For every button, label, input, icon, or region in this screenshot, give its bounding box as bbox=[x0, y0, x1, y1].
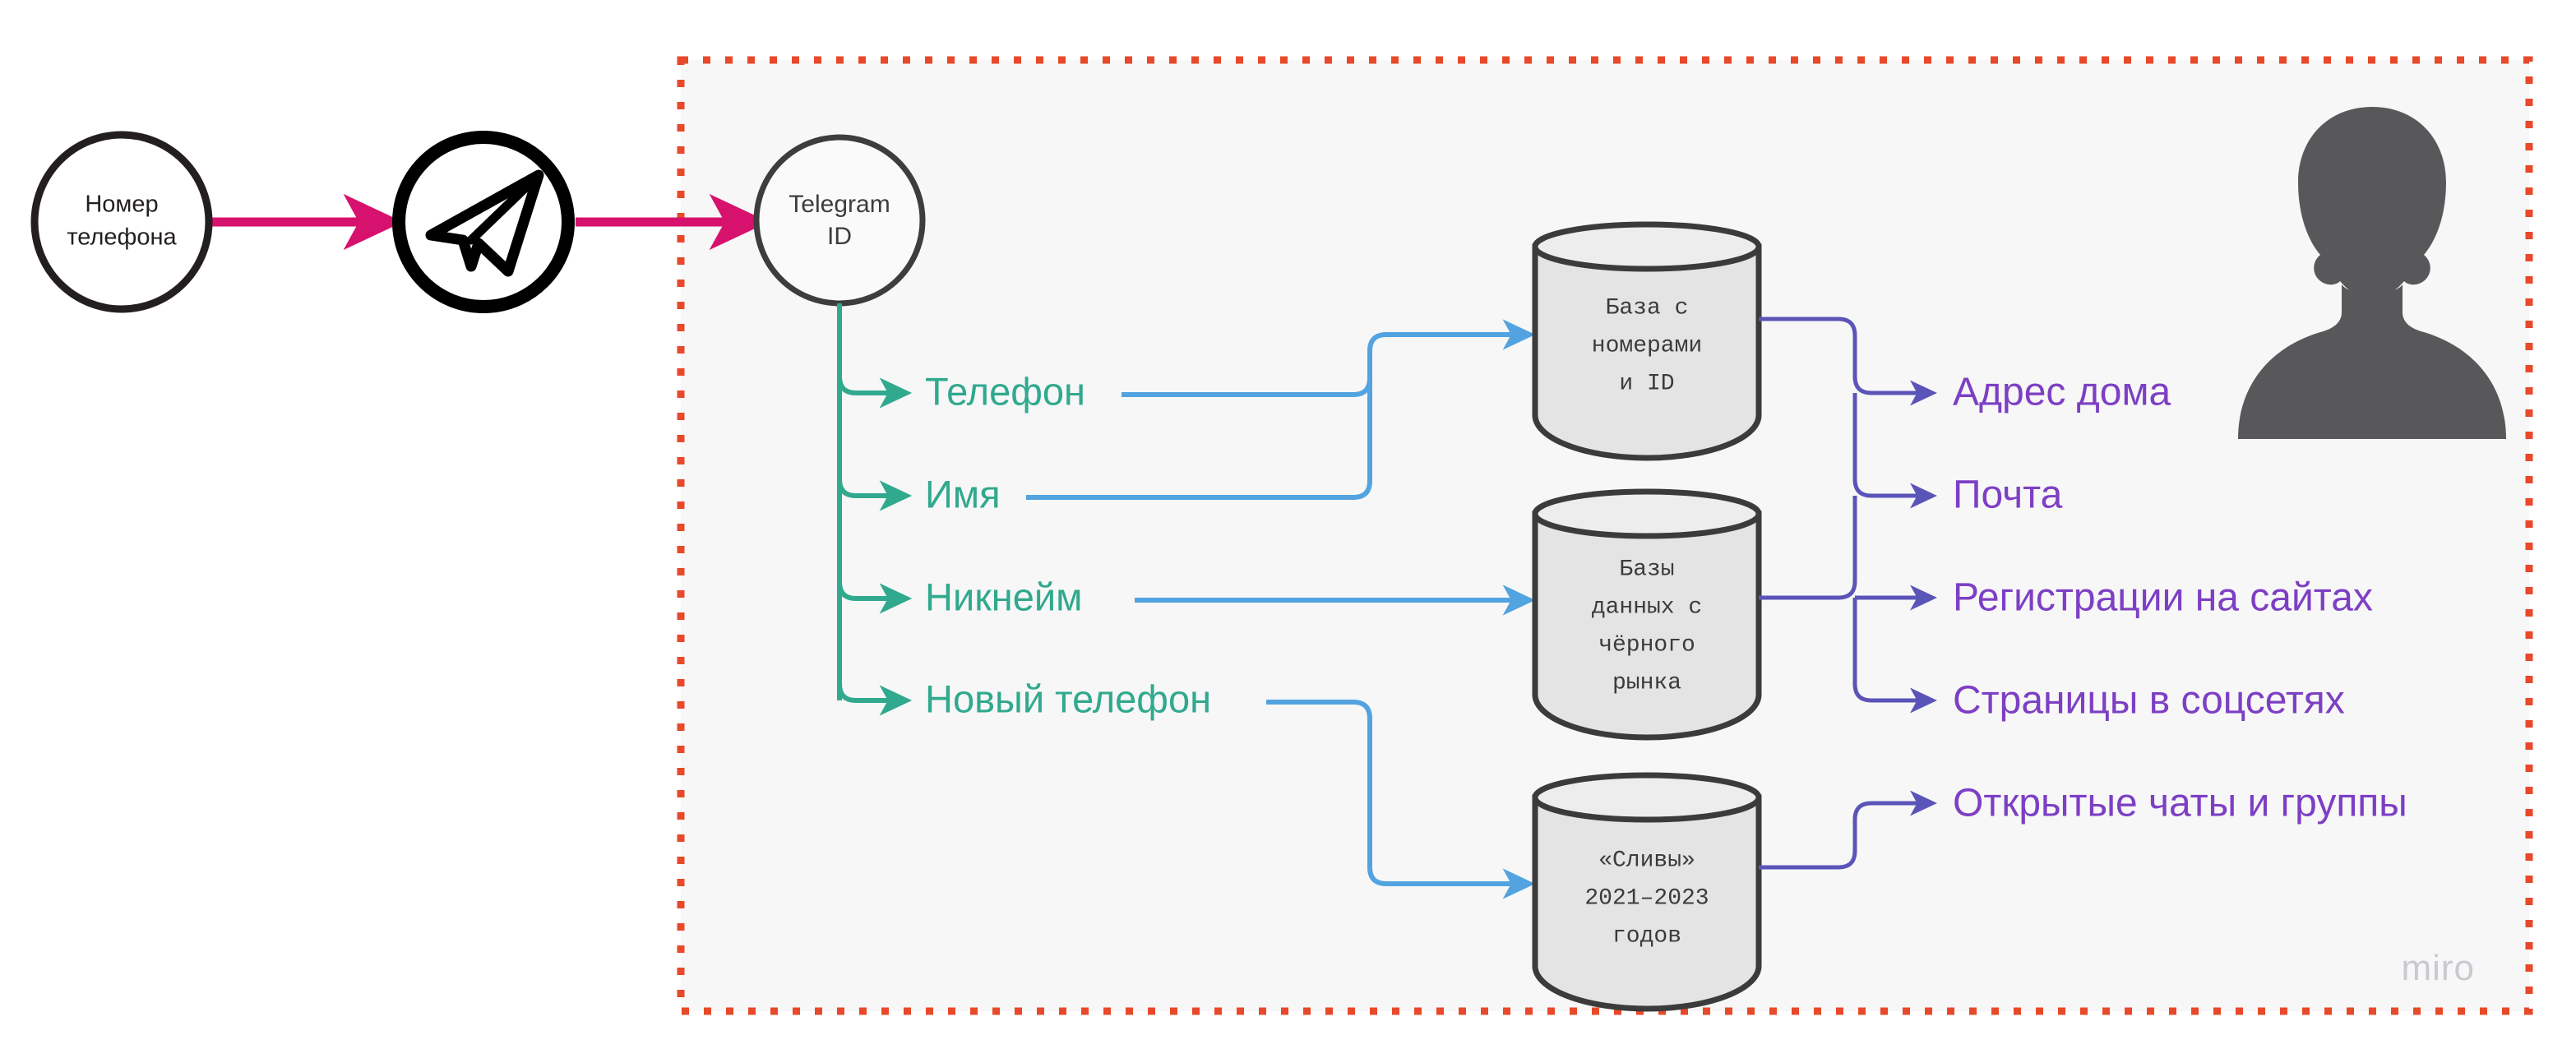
miro-watermark: miro bbox=[2401, 948, 2475, 988]
output-label-open-chats[interactable]: Открытые чаты и группы bbox=[1953, 782, 2407, 825]
green-branch-2 bbox=[837, 478, 913, 511]
attribute-label-nickname[interactable]: Никнейм bbox=[925, 575, 1082, 618]
database-label-line: номерами bbox=[1592, 333, 1702, 358]
database-label-line: и ID bbox=[1619, 371, 1674, 396]
node-phone-number-label-line1: Номер bbox=[85, 192, 158, 218]
attribute-label-telefon[interactable]: Телефон bbox=[925, 369, 1085, 413]
database-label-line: «Сливы» bbox=[1598, 848, 1695, 873]
node-telegram-id-label-line1: Telegram bbox=[789, 191, 890, 218]
database-numbers-and-id[interactable]: База с номерами и ID bbox=[1532, 221, 1762, 461]
attribute-label-imya[interactable]: Имя bbox=[925, 472, 1001, 515]
database-label-line: данных с bbox=[1592, 594, 1702, 620]
output-label-site-registrations[interactable]: Регистрации на сайтах bbox=[1953, 576, 2373, 620]
telegram-logo-icon bbox=[425, 169, 544, 277]
database-label-line: рынка bbox=[1612, 670, 1681, 695]
blue-connector-imya bbox=[1026, 351, 1372, 500]
node-telegram-id[interactable] bbox=[753, 134, 926, 307]
output-label-social-pages[interactable]: Страницы в соцсетях bbox=[1953, 679, 2345, 723]
database-label-line: 2021–2023 bbox=[1584, 885, 1709, 911]
node-phone-number[interactable] bbox=[30, 131, 213, 313]
database-label-line: годов bbox=[1612, 923, 1681, 949]
output-label-address[interactable]: Адрес дома bbox=[1953, 371, 2171, 414]
node-telegram-id-label-line2: ID bbox=[827, 223, 852, 250]
purple-connector-db1 bbox=[1759, 317, 1937, 406]
person-silhouette-icon bbox=[2238, 107, 2506, 439]
database-label-line: Базы bbox=[1619, 557, 1674, 582]
database-label-line: База с bbox=[1606, 295, 1689, 321]
green-branch-3 bbox=[837, 581, 913, 614]
purple-spine-lower bbox=[1852, 598, 1937, 714]
purple-connector-db2 bbox=[1759, 496, 1857, 600]
database-leaks[interactable]: «Сливы» 2021–2023 годов bbox=[1532, 772, 1762, 1012]
attribute-label-new-phone[interactable]: Новый телефон bbox=[925, 677, 1211, 720]
green-branch-4 bbox=[837, 683, 913, 716]
purple-connector-db3 bbox=[1759, 790, 1937, 870]
purple-connector-pochta bbox=[1852, 393, 1937, 509]
blue-connector-new-phone bbox=[1266, 700, 1536, 899]
database-label-line: чёрного bbox=[1598, 632, 1695, 658]
green-branch-1 bbox=[837, 376, 913, 409]
database-black-market[interactable]: Базы данных с чёрного рынка bbox=[1532, 488, 1762, 741]
output-label-email[interactable]: Почта bbox=[1953, 474, 2063, 517]
node-phone-number-label-line2: телефона bbox=[67, 224, 177, 251]
